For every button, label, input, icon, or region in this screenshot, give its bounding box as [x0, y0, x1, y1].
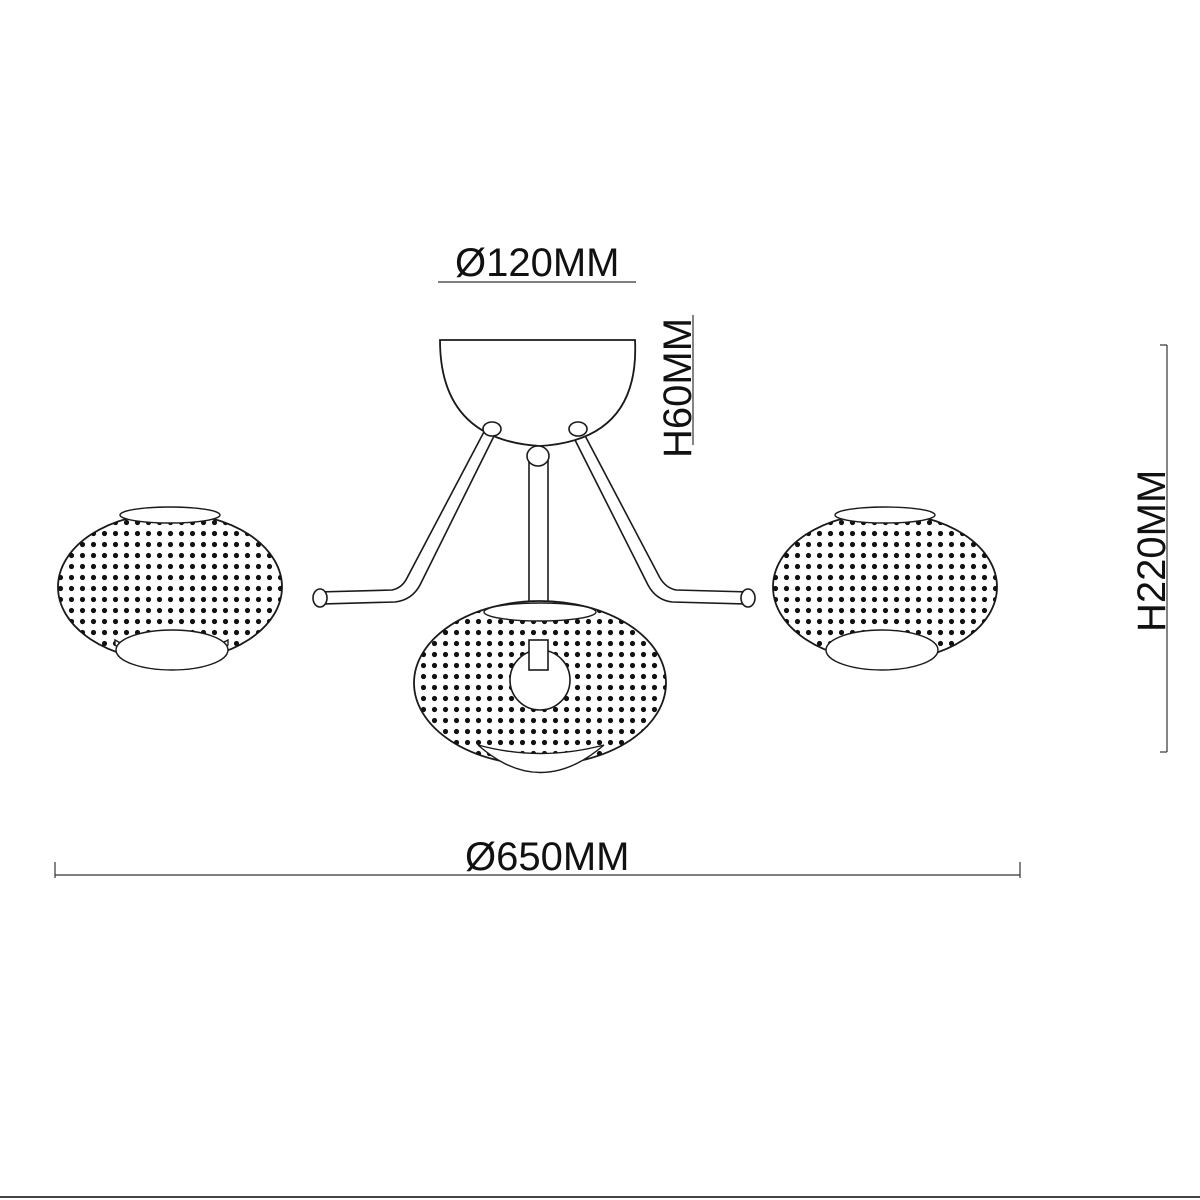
right-shade — [740, 506, 998, 671]
left-shade-joint — [312, 588, 328, 608]
total-height-dimension: H220MM — [1130, 344, 1174, 753]
total-diameter-label: Ø650MM — [465, 835, 630, 879]
canopy-joint-right — [568, 421, 588, 437]
left-arm — [317, 426, 498, 605]
canopy-joint-center — [526, 445, 550, 467]
total-height-label: H220MM — [1130, 470, 1174, 632]
right-bulb — [825, 629, 939, 671]
total-diameter-dimension: Ø650MM — [54, 835, 1021, 879]
canopy-height-label: H60MM — [656, 318, 700, 458]
canopy — [439, 339, 637, 467]
center-bulb — [477, 744, 605, 774]
center-shade — [413, 600, 667, 774]
canopy-diameter-label: Ø120MM — [455, 241, 620, 285]
canopy-joint-left — [482, 421, 502, 437]
canopy-height-dimension: H60MM — [656, 315, 700, 458]
canopy-diameter-dimension: Ø120MM — [438, 241, 636, 285]
left-shade — [57, 506, 328, 671]
right-shade-joint — [740, 588, 756, 608]
canopy-dome — [439, 339, 637, 447]
